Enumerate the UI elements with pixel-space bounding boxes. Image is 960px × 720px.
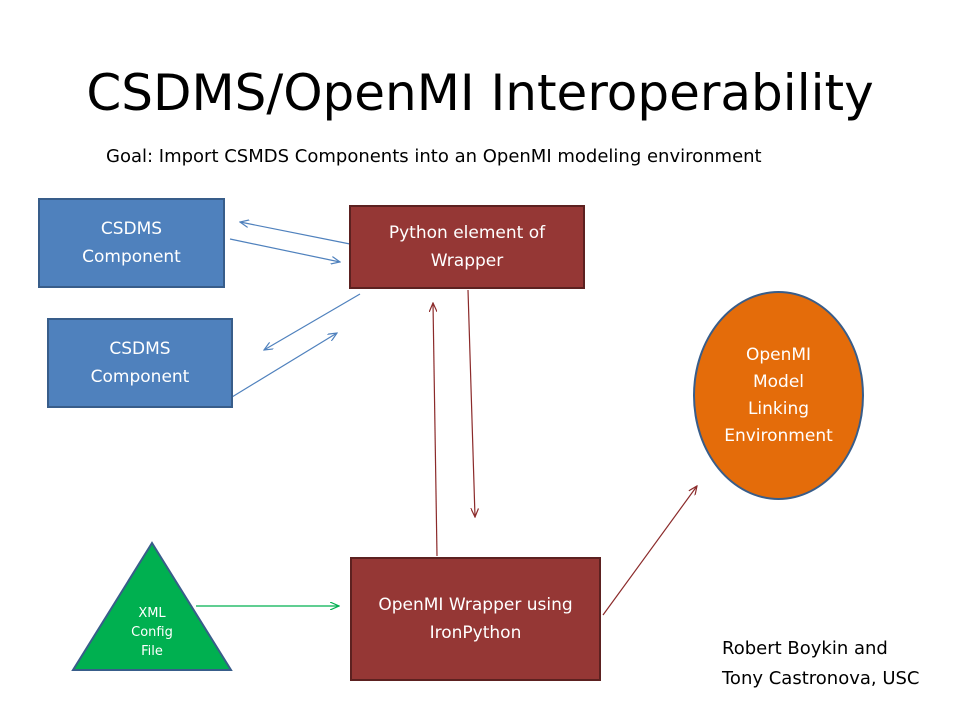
xml-config-triangle [71,541,233,671]
slide-subtitle: Goal: Import CSMDS Components into an Op… [106,146,762,167]
openmi-linking-environment: OpenMI Model Linking Environment [693,291,864,500]
arrow-csdms-2-to-python [231,333,337,398]
arrow-openmi-wrapper-to-python [433,303,438,557]
slide-title: CSDMS/OpenMI Interoperability [86,64,874,122]
arrow-python-to-csdms-1 [240,222,351,245]
arrow-python-to-openmi-wrapper [467,289,475,517]
arrow-wrapper-to-environment [602,486,697,616]
arrow-python-to-csdms-2 [264,293,361,350]
author-credit: Robert Boykin and Tony Castronova, USC [722,638,920,689]
xml-config-label: XML Config File [131,606,173,659]
arrow-csdms-1-to-python [229,238,340,262]
